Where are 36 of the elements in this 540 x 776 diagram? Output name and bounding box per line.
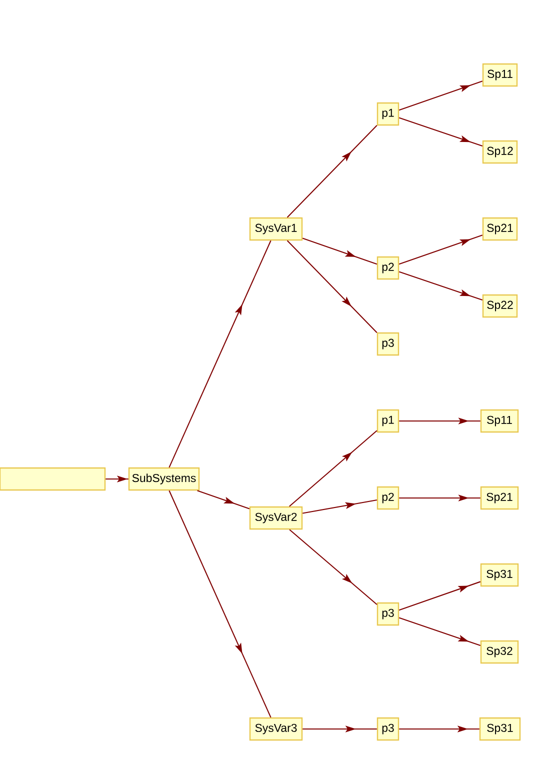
node-box: SubSystems bbox=[128, 467, 200, 491]
node-box: SysVar3 bbox=[249, 717, 303, 741]
node-box: p3 bbox=[376, 602, 400, 626]
arrow bbox=[398, 117, 483, 147]
node-box: Sp11 bbox=[480, 409, 519, 433]
node-box: p1 bbox=[376, 409, 400, 433]
node-box: p1 bbox=[376, 102, 400, 126]
node-box: p3 bbox=[376, 332, 400, 356]
arrow bbox=[289, 529, 378, 605]
arrow bbox=[289, 430, 378, 507]
arrow bbox=[286, 240, 378, 333]
node-box: Sp31 bbox=[479, 717, 521, 741]
node-box: Sp31 bbox=[480, 563, 519, 587]
arrow bbox=[286, 125, 378, 218]
arrow bbox=[168, 490, 272, 718]
node-box: p2 bbox=[376, 256, 400, 280]
node-box: Sp22 bbox=[482, 294, 518, 318]
empty-box bbox=[0, 467, 106, 491]
arrow bbox=[302, 499, 377, 514]
arrow bbox=[168, 240, 272, 468]
arrow bbox=[398, 234, 483, 265]
arrow bbox=[398, 617, 481, 646]
arrow bbox=[398, 581, 481, 611]
node-box: SysVar2 bbox=[249, 506, 303, 530]
arrow bbox=[398, 271, 483, 301]
node-box: SysVar1 bbox=[249, 217, 303, 241]
node-box: Sp11 bbox=[482, 63, 518, 87]
node-box: p3 bbox=[376, 717, 400, 741]
node-box: Sp32 bbox=[480, 640, 519, 664]
node-box: Sp12 bbox=[482, 140, 518, 164]
arrow bbox=[398, 80, 483, 111]
node-box: Sp21 bbox=[482, 217, 518, 241]
node-box: Sp21 bbox=[480, 486, 519, 510]
arrow bbox=[197, 490, 250, 510]
arrow bbox=[302, 238, 378, 265]
node-box: p2 bbox=[376, 486, 400, 510]
